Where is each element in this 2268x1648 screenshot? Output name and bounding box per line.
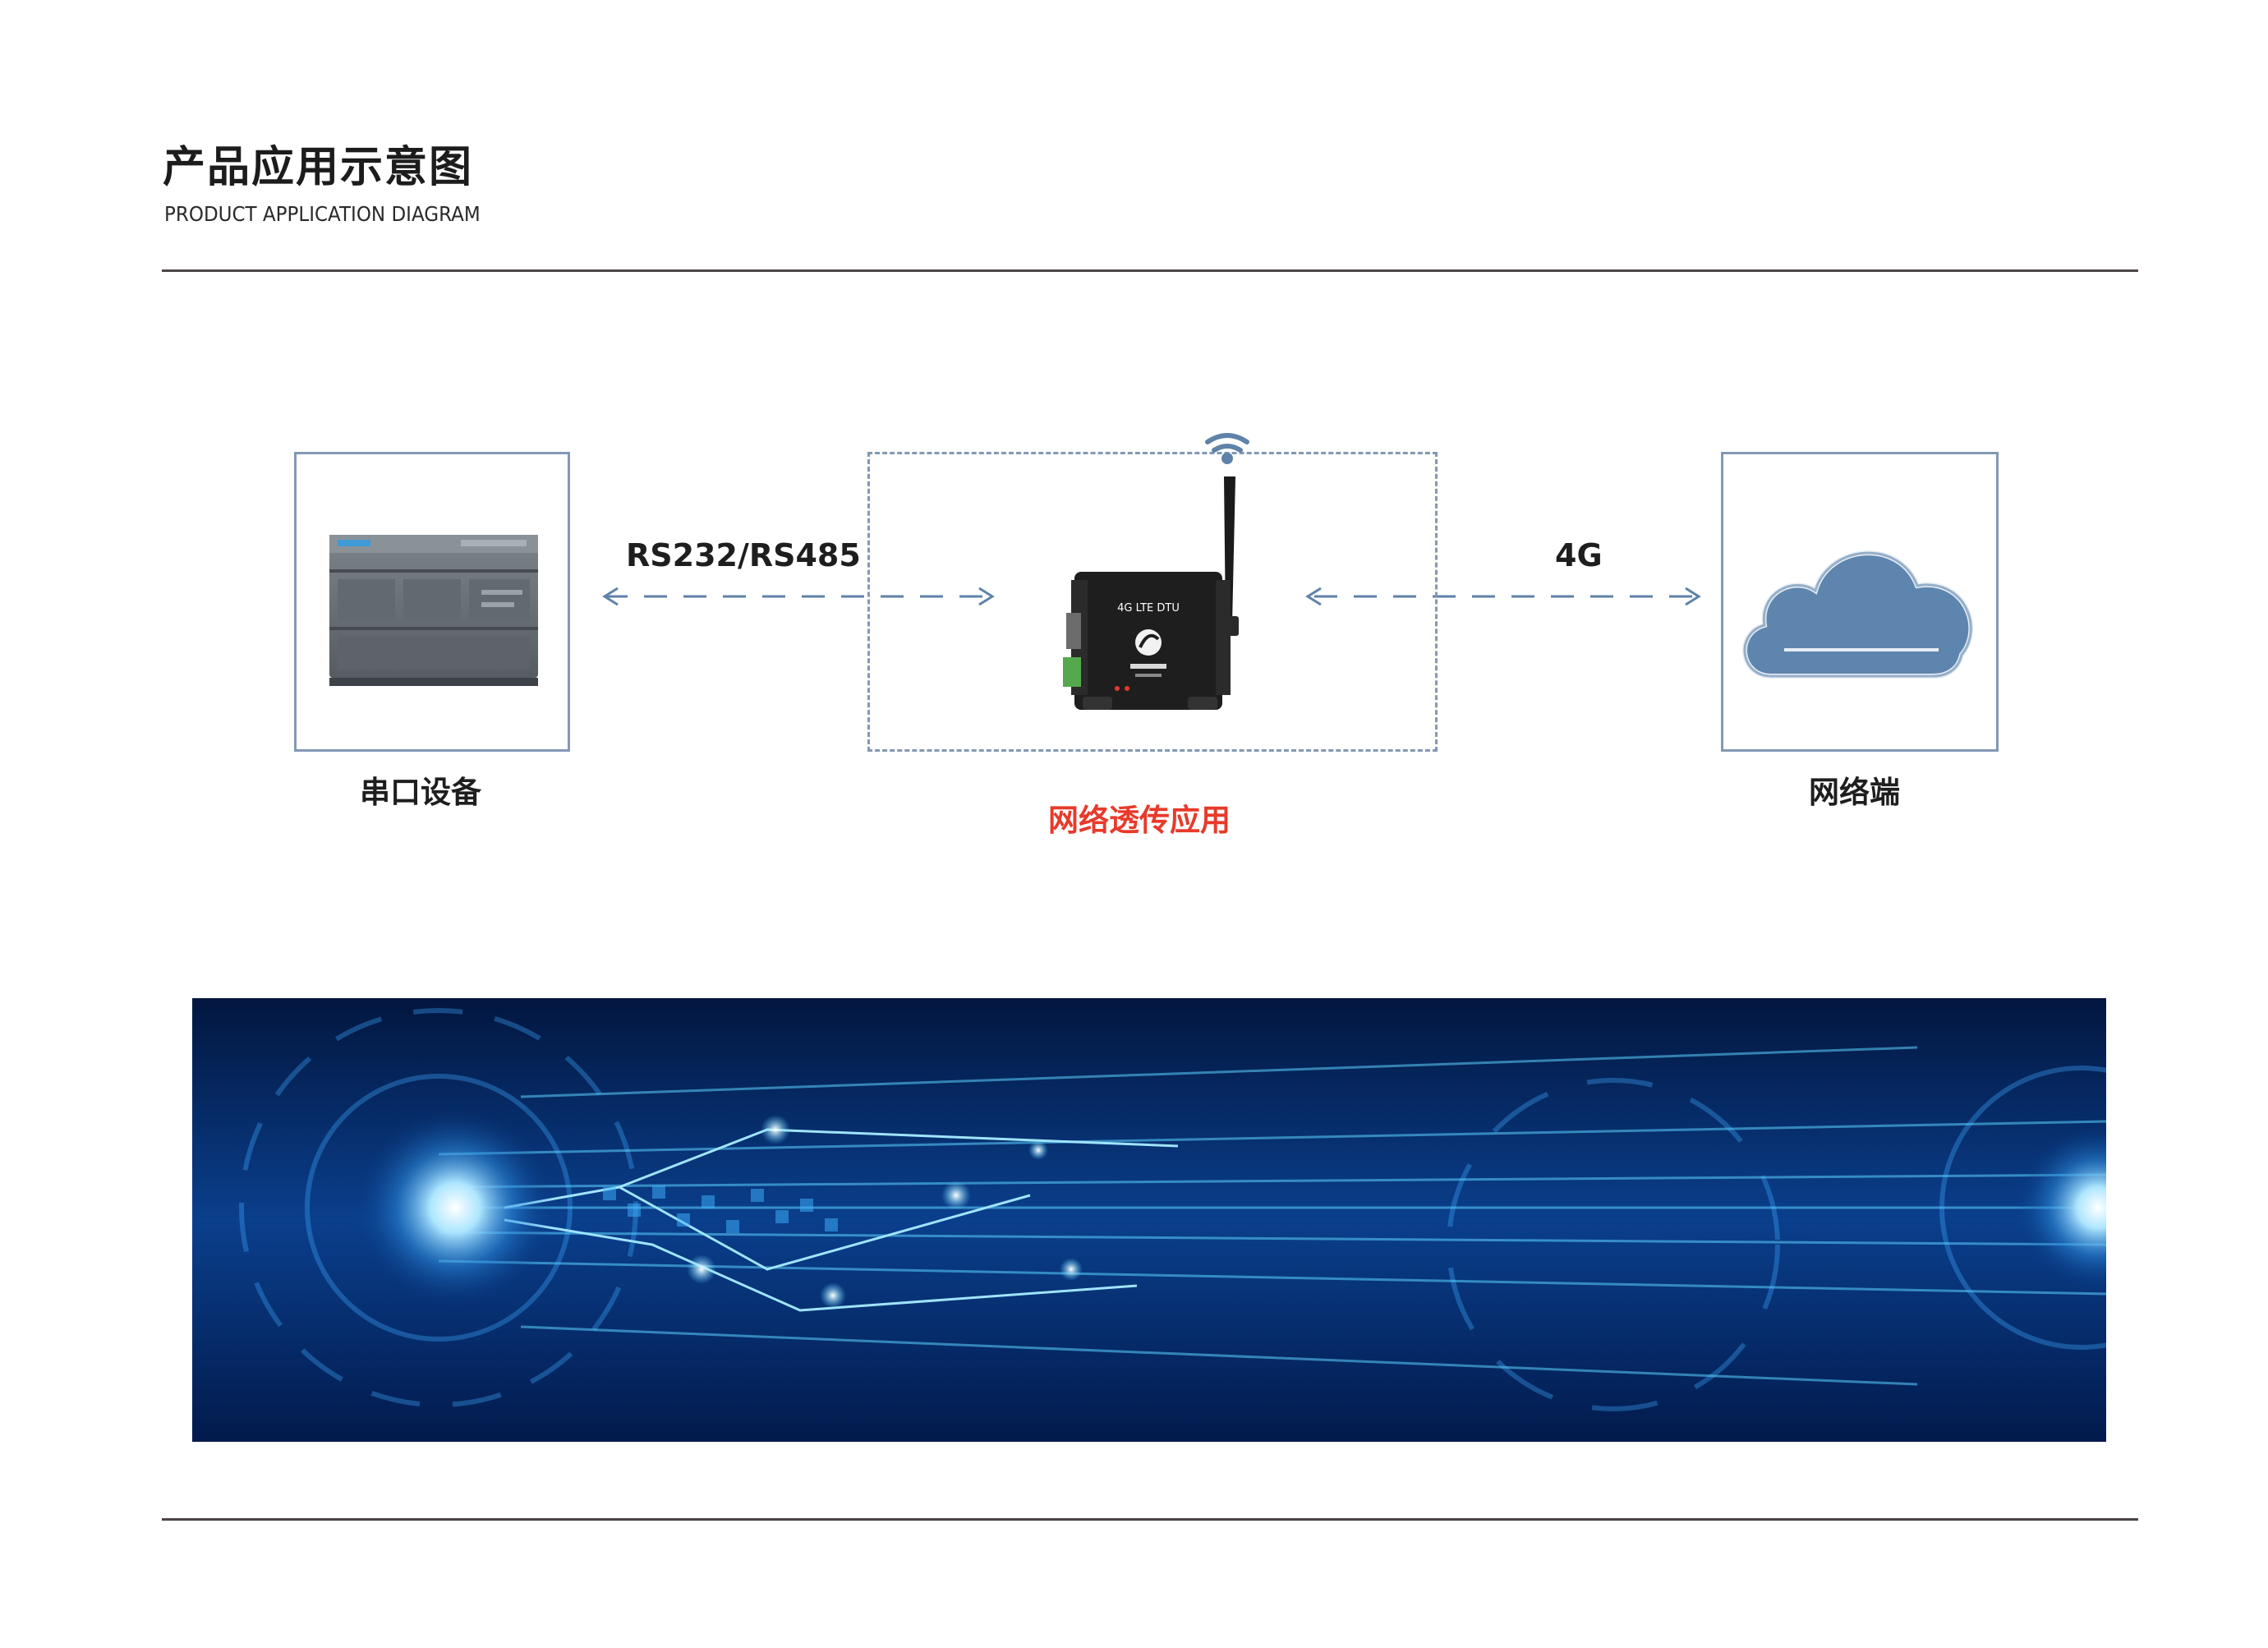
arrow-to-cloud-tip — [1685, 587, 1701, 606]
wireless-signal-icon — [1205, 433, 1249, 453]
arrow-to-dtu-tip — [978, 587, 995, 606]
page-subtitle: PRODUCT APPLICATION DIAGRAM — [164, 202, 481, 226]
transparent-transmission-label: 网络透传应用 — [1048, 803, 1231, 838]
dtu-application-region — [867, 452, 1438, 752]
arrow-left-tip — [602, 587, 619, 606]
cloud-icon — [1742, 550, 1974, 679]
serial-protocol-label: RS232/RS485 — [626, 537, 861, 573]
cellular-link-label: 4G — [1555, 537, 1603, 573]
serial-device-frame — [294, 452, 570, 752]
technology-banner-image — [192, 998, 2106, 1442]
arrow-from-cloud-tip — [1305, 587, 1322, 606]
dtu-modem-icon: 4G LTE DTU — [1063, 433, 1249, 710]
top-divider — [162, 269, 2138, 272]
plc-device-icon — [329, 535, 538, 686]
serial-device-label: 串口设备 — [360, 775, 481, 810]
page-title: 产品应用示意图 — [163, 143, 474, 192]
network-side-label: 网络端 — [1809, 775, 1900, 810]
network-side-frame — [1721, 452, 1999, 752]
dtu-model-text: 4G LTE DTU — [1117, 602, 1180, 615]
bottom-divider — [162, 1518, 2138, 1521]
